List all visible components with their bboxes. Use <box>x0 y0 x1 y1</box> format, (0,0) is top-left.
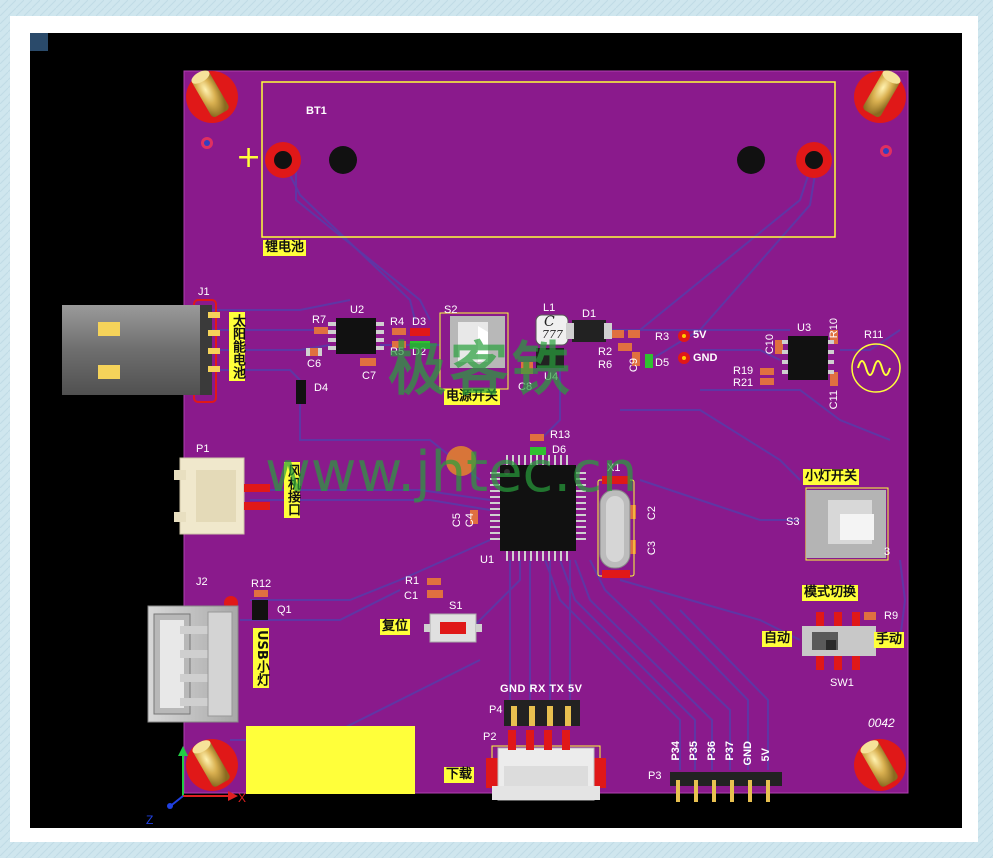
s3-designator: S3 <box>786 516 800 528</box>
usb-light-label: USB小灯 <box>253 628 269 688</box>
r7-designator: R7 <box>312 314 327 326</box>
r2-designator: R2 <box>598 346 613 358</box>
p4-designator: P4 <box>489 704 503 716</box>
mode-switch-label: 模式切换 <box>802 585 859 601</box>
p3-header <box>670 772 782 802</box>
p1-designator: P1 <box>196 443 210 455</box>
r13-designator: R13 <box>550 429 571 441</box>
c1-designator: C1 <box>404 590 419 602</box>
p3-pin-p37: P37 <box>724 741 736 761</box>
q1-designator: Q1 <box>277 604 292 616</box>
r12-designator: R12 <box>251 578 272 590</box>
j2-usb-socket <box>147 596 239 723</box>
d1-designator: D1 <box>582 308 597 320</box>
p3-pin-gnd: GND <box>742 741 754 766</box>
p3-pin-p35: P35 <box>688 741 700 761</box>
u1-designator: U1 <box>480 554 495 566</box>
battery-label: 锂电池 <box>263 240 307 256</box>
r6-designator: R6 <box>598 359 613 371</box>
r11-ldr <box>851 343 901 393</box>
net-gnd-label: GND <box>693 352 718 364</box>
u1-mcu <box>500 465 576 551</box>
battery-outline <box>261 81 836 238</box>
j2-designator: J2 <box>196 576 208 588</box>
s3-suffix: 3 <box>884 546 891 558</box>
r11-designator: R11 <box>864 329 884 341</box>
s2-designator: S2 <box>444 304 458 316</box>
p3-pin-5v: 5V <box>760 748 772 762</box>
u4-designator: U4 <box>544 371 559 383</box>
p3-pin-p36: P36 <box>706 741 718 761</box>
r21-designator: R21 <box>733 377 754 389</box>
j1-usb-connector <box>62 299 220 403</box>
p3-pin-p34: P34 <box>670 741 682 761</box>
c6-designator: C6 <box>307 358 322 370</box>
c9-designator: C9 <box>628 358 640 373</box>
c7-designator: C7 <box>362 370 377 382</box>
d2-designator: D2 <box>412 346 427 358</box>
u2-designator: U2 <box>350 304 365 316</box>
u4-chip <box>536 348 564 368</box>
silkscreen-block <box>246 726 415 794</box>
battery-plus-marker: + <box>236 140 262 175</box>
axis-z-label: Z <box>146 813 154 827</box>
power-switch-label: 电源开关 <box>444 389 501 405</box>
l1-designator: L1 <box>543 302 556 314</box>
u3-chip <box>788 336 828 380</box>
c8-designator: C8 <box>518 381 533 393</box>
r19-designator: R19 <box>733 365 754 377</box>
pcb-board <box>183 70 909 794</box>
p4-header <box>504 700 580 726</box>
c5-designator: C5 <box>451 513 463 528</box>
r5-designator: R5 <box>390 346 405 358</box>
reset-label: 复位 <box>380 619 411 635</box>
solar-label: 太阳能电池 <box>229 312 245 381</box>
d1-diode <box>572 320 606 342</box>
manual-label: 手动 <box>874 632 905 648</box>
sw1-designator: SW1 <box>830 677 854 689</box>
p2-designator: P2 <box>483 731 497 743</box>
c10-designator: C10 <box>764 334 776 355</box>
light-switch-label: 小灯开关 <box>803 469 860 485</box>
net-5v-label: 5V <box>693 329 707 341</box>
r10-designator: R10 <box>828 318 840 339</box>
fan-label: 风机接口 <box>284 462 300 518</box>
u3-designator: U3 <box>797 322 812 334</box>
s1-designator: S1 <box>449 600 463 612</box>
axis-x-label: X <box>238 791 247 805</box>
mounting-holes <box>186 70 906 791</box>
watermark-url: www.jhtec.cn <box>265 440 638 505</box>
d5-designator: D5 <box>655 357 670 369</box>
watermark-brand: 极客铁 <box>388 335 575 403</box>
q1-transistor <box>252 600 268 620</box>
r9-designator: R9 <box>884 610 899 622</box>
p4-pin-labels: GND RX TX 5V <box>500 683 583 695</box>
download-label: 下载 <box>444 767 475 783</box>
c11-designator: C11 <box>828 390 840 410</box>
passives <box>254 327 876 620</box>
bt1-designator: BT1 <box>306 105 327 117</box>
d6-designator: D6 <box>552 444 567 456</box>
r1-designator: R1 <box>405 575 420 587</box>
r3-designator: R3 <box>655 331 670 343</box>
c3-designator: C3 <box>646 541 658 556</box>
d4-designator: D4 <box>314 382 329 394</box>
auto-label: 自动 <box>762 631 793 647</box>
u2-chip <box>336 318 376 354</box>
c4-designator: C4 <box>464 513 476 528</box>
p3-designator: P3 <box>648 770 662 782</box>
l1-marking-c: C <box>544 314 555 330</box>
j1-designator: J1 <box>198 286 210 298</box>
board-number: 0042 <box>868 716 895 730</box>
r4-designator: R4 <box>390 316 405 328</box>
x1-designator: X1 <box>607 462 621 474</box>
l1-marking: 777 <box>542 328 563 341</box>
d3-designator: D3 <box>412 316 427 328</box>
axis-triad <box>167 746 238 809</box>
c2-designator: C2 <box>646 506 658 521</box>
